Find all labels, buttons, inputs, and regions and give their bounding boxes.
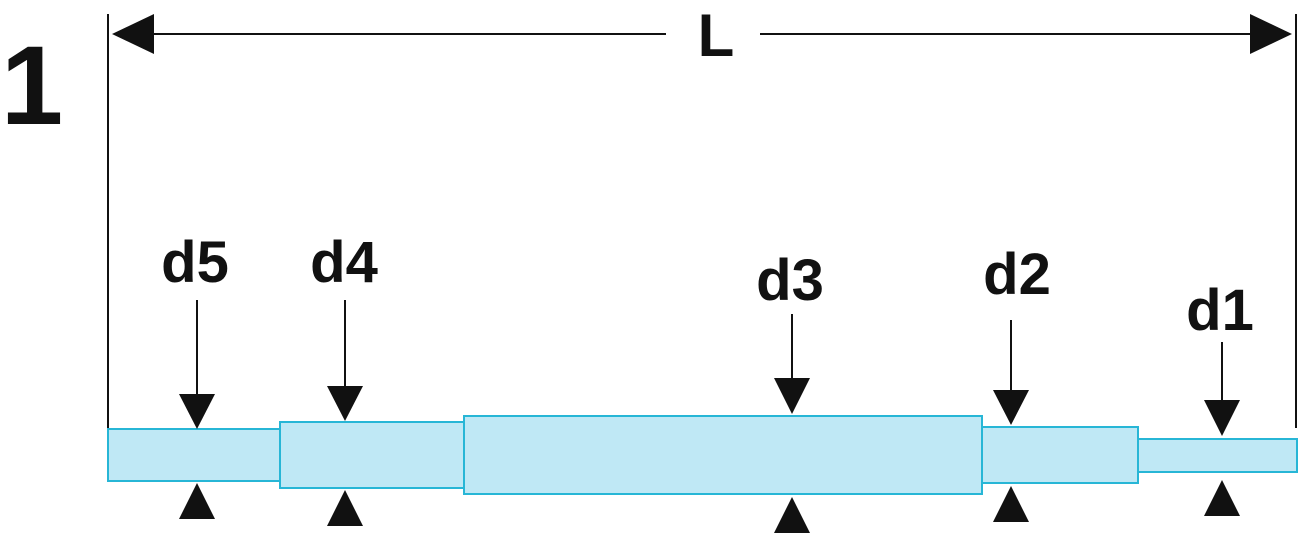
diameter-marker-d1: d1 (1186, 278, 1254, 516)
arrow-down-icon (1204, 400, 1240, 436)
arrow-down-icon (774, 378, 810, 414)
arrow-up-icon (179, 483, 215, 519)
shaft (107, 415, 1298, 495)
shaft-segment-d4 (279, 421, 465, 489)
arrow-down-icon (179, 394, 215, 429)
figure-number: 1 (1, 23, 63, 148)
arrow-down-icon (327, 386, 363, 421)
shaft-segment-d2 (981, 426, 1139, 484)
length-arrowhead-left (112, 14, 154, 54)
arrow-up-icon (1204, 480, 1240, 516)
arrow-down-icon (993, 390, 1029, 425)
diameter-label-d1: d1 (1186, 278, 1254, 343)
length-arrowhead-right (1250, 14, 1292, 54)
diameter-marker-d4: d4 (310, 230, 378, 526)
diameter-label-d4: d4 (310, 230, 378, 295)
arrow-up-icon (327, 490, 363, 526)
diameter-label-d2: d2 (983, 242, 1051, 307)
arrow-up-icon (993, 486, 1029, 522)
shaft-segment-d5 (107, 428, 281, 482)
diameter-marker-d5: d5 (161, 230, 229, 519)
diameter-marker-d3: d3 (756, 248, 824, 533)
diameter-label-d3: d3 (756, 248, 824, 313)
overall-length-dimension: L (107, 2, 1297, 428)
shaft-segment-d1 (1137, 438, 1298, 473)
diameter-marker-d2: d2 (983, 242, 1051, 522)
shaft-segment-d3 (463, 415, 983, 495)
diameter-label-d5: d5 (161, 230, 229, 295)
length-label: L (698, 2, 735, 69)
arrow-up-icon (774, 497, 810, 533)
